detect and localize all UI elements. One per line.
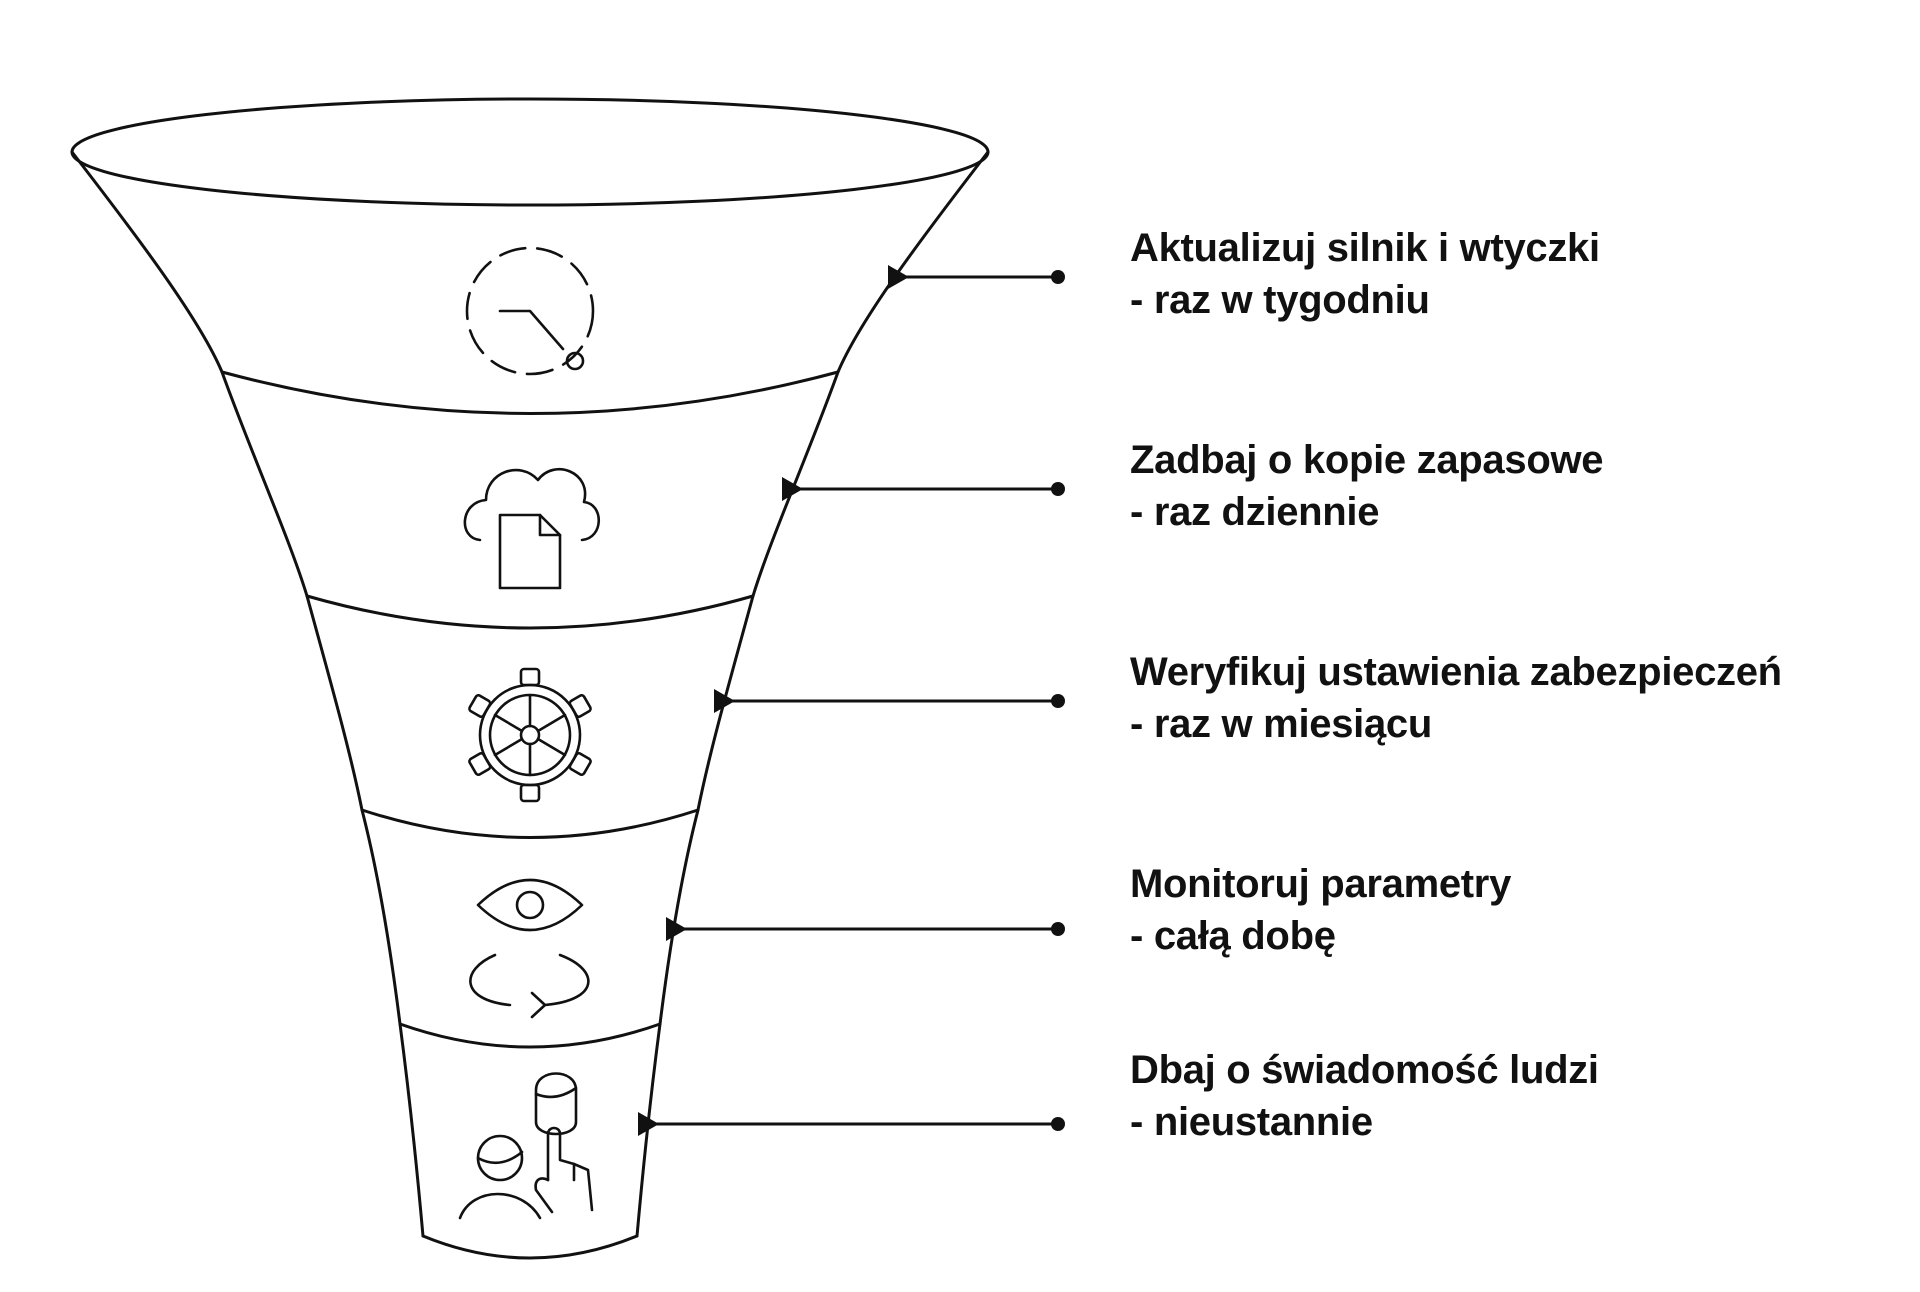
funnel-band-separator <box>398 1022 662 1049</box>
arrow-dot <box>1051 482 1065 496</box>
step-title: Dbaj o świadomość ludzi <box>1130 1048 1599 1092</box>
gear-icon <box>468 667 592 803</box>
funnel-band-separator <box>305 594 755 630</box>
step-title: Zadbaj o kopie zapasowe <box>1130 438 1604 482</box>
step-label-2: Zadbaj o kopie zapasowe - raz dziennie <box>1130 434 1890 538</box>
arrow-dot <box>1051 1117 1065 1131</box>
arrow-dot <box>1051 694 1065 708</box>
step-title: Monitoruj parametry <box>1130 862 1512 906</box>
step-label-5: Dbaj o świadomość ludzi - nieustannie <box>1130 1044 1890 1148</box>
arrow-dot <box>1051 270 1065 284</box>
step-label-4: Monitoruj parametry - całą dobę <box>1130 858 1890 962</box>
arrow-dot <box>1051 922 1065 936</box>
funnel-band-separator <box>360 808 700 839</box>
step-title: Aktualizuj silnik i wtyczki <box>1130 226 1600 270</box>
people-icon <box>458 1072 594 1220</box>
eye-monitoring-icon <box>469 878 590 1019</box>
step-frequency: - całą dobę <box>1130 914 1336 958</box>
step-label-1: Aktualizuj silnik i wtyczki - raz w tygo… <box>1130 222 1890 326</box>
funnel-band-separator <box>220 370 840 415</box>
arrows <box>638 265 1065 1136</box>
step-title: Weryfikuj ustawienia zabezpieczeń <box>1130 650 1782 694</box>
funnel-bottom <box>421 1234 639 1260</box>
step-frequency: - raz dziennie <box>1130 490 1380 534</box>
clock-icon <box>465 246 595 376</box>
step-frequency: - raz w tygodniu <box>1130 278 1430 322</box>
step-frequency: - raz w miesiącu <box>1130 702 1432 746</box>
cloud-backup-icon <box>463 468 600 590</box>
step-frequency: - nieustannie <box>1130 1100 1373 1144</box>
funnel-left-side <box>70 150 425 1238</box>
step-label-3: Weryfikuj ustawienia zabezpieczeń - raz … <box>1130 646 1890 750</box>
funnel-top-rim <box>70 97 990 207</box>
